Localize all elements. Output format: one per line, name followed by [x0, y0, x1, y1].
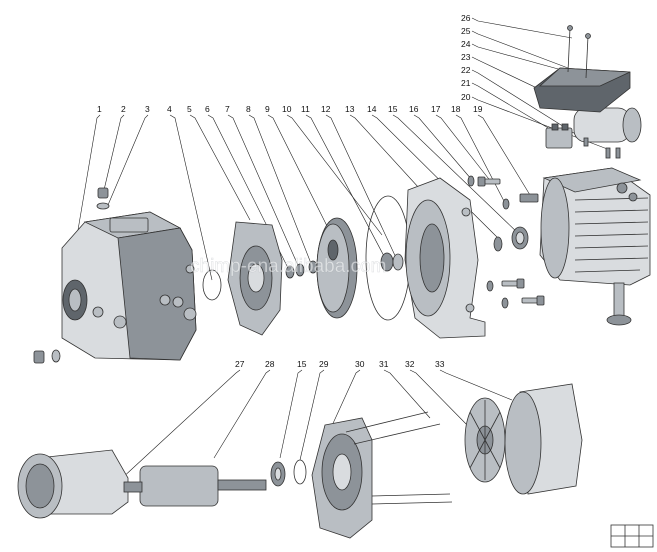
label-15: 15: [388, 104, 398, 114]
rear-end-cover: [311, 417, 373, 539]
label-14: 14: [367, 104, 377, 114]
tie-rods: [345, 411, 453, 505]
label-16: 16: [409, 104, 419, 114]
label-17: 17: [431, 104, 441, 114]
label-18: 18: [451, 104, 461, 114]
label-21: 21: [461, 78, 471, 88]
label-1: 1: [97, 104, 102, 114]
label-30: 30: [355, 359, 365, 369]
label-11: 11: [301, 104, 310, 114]
label-33: 33: [435, 359, 445, 369]
cooling-fan: [464, 397, 506, 483]
label-2: 2: [121, 104, 126, 114]
grid-icon: [610, 524, 654, 548]
fan-cover: [504, 383, 583, 495]
nut-7: [295, 263, 305, 277]
label-9: 9: [265, 104, 270, 114]
watermark-text: chimp-ena.alibaba.com: [190, 256, 386, 277]
bearing-15-rear: [270, 461, 286, 487]
part-number-labels: 1 2 3 4 5 6 7 8 9 10 11 12 13 14 15 16 1…: [97, 13, 483, 369]
label-5: 5: [187, 104, 192, 114]
impeller: [316, 217, 358, 319]
mechanical-seal: [380, 252, 404, 272]
seal-ring-14: [493, 236, 503, 252]
label-3: 3: [145, 104, 150, 114]
screws-20: [605, 147, 621, 159]
motor-foot: [606, 282, 632, 326]
label-10: 10: [282, 104, 292, 114]
label-13: 13: [345, 104, 355, 114]
bolt-17: [477, 176, 501, 187]
cover-screws: [567, 25, 591, 79]
label-23: 23: [461, 52, 471, 62]
pump-body: [61, 211, 197, 361]
label-20: 20: [461, 92, 471, 102]
bearing-15: [511, 226, 529, 250]
drain-plug: [33, 349, 61, 364]
terminal-block: [545, 123, 573, 149]
label-12: 12: [321, 104, 331, 114]
label-19: 19: [473, 104, 483, 114]
label-8: 8: [246, 104, 251, 114]
label-29: 29: [319, 359, 329, 369]
rotor-shaft: [123, 465, 267, 507]
label-6: 6: [205, 104, 210, 114]
o-ring-small: [202, 269, 222, 301]
label-32: 32: [405, 359, 415, 369]
washer-18: [502, 198, 510, 210]
label-31: 31: [379, 359, 389, 369]
label-4: 4: [167, 104, 172, 114]
pump-bracket: [404, 177, 486, 339]
label-27: 27: [235, 359, 245, 369]
motor-housing: [519, 167, 651, 286]
washer-6: [285, 265, 295, 279]
label-24: 24: [461, 39, 471, 49]
diffuser: [227, 221, 283, 336]
circlip: [293, 459, 307, 485]
stator: [17, 449, 129, 519]
label-15-b: 15: [297, 359, 307, 369]
label-28: 28: [265, 359, 275, 369]
priming-plug: [96, 187, 110, 210]
label-7: 7: [225, 104, 230, 114]
bolts-lower: [486, 278, 545, 309]
label-22: 22: [461, 65, 471, 75]
washer-16: [467, 175, 475, 187]
label-25: 25: [461, 26, 471, 36]
label-26: 26: [461, 13, 471, 23]
capacitor: [573, 107, 642, 147]
terminal-cover: [533, 67, 631, 113]
